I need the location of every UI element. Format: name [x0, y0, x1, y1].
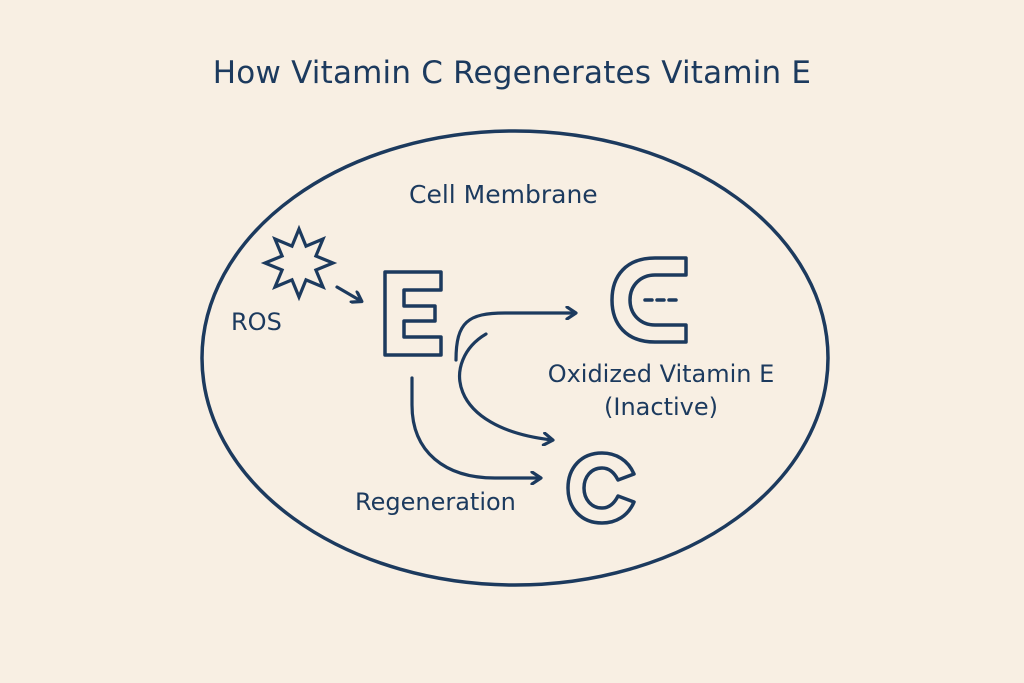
vitamin-c-to-oxidized-arrow — [458, 332, 552, 440]
page-title: How Vitamin C Regenerates Vitamin E — [212, 55, 812, 91]
oxidized-vitamin-e-label-line2: (Inactive) — [604, 393, 718, 421]
ros-label: ROS — [231, 308, 282, 336]
ros-to-vitamin-e-arrow — [335, 285, 361, 301]
regeneration-label: Regeneration — [355, 488, 516, 516]
cell-membrane-label: Cell Membrane — [409, 180, 598, 209]
cell-membrane-ellipse — [200, 129, 830, 587]
oxidized-vitamin-e-label: Oxidized Vitamin E (Inactive) — [520, 358, 802, 424]
regeneration-arrow — [410, 376, 540, 478]
starburst-icon — [260, 224, 338, 302]
oxidized-vitamin-e-symbol — [610, 256, 688, 344]
vitamin-c-symbol — [566, 451, 636, 525]
oxidized-vitamin-e-label-line1: Oxidized Vitamin E — [547, 360, 775, 388]
vitamin-e-symbol — [383, 270, 443, 357]
vitamin-e-to-oxidized-arrow — [454, 313, 575, 362]
